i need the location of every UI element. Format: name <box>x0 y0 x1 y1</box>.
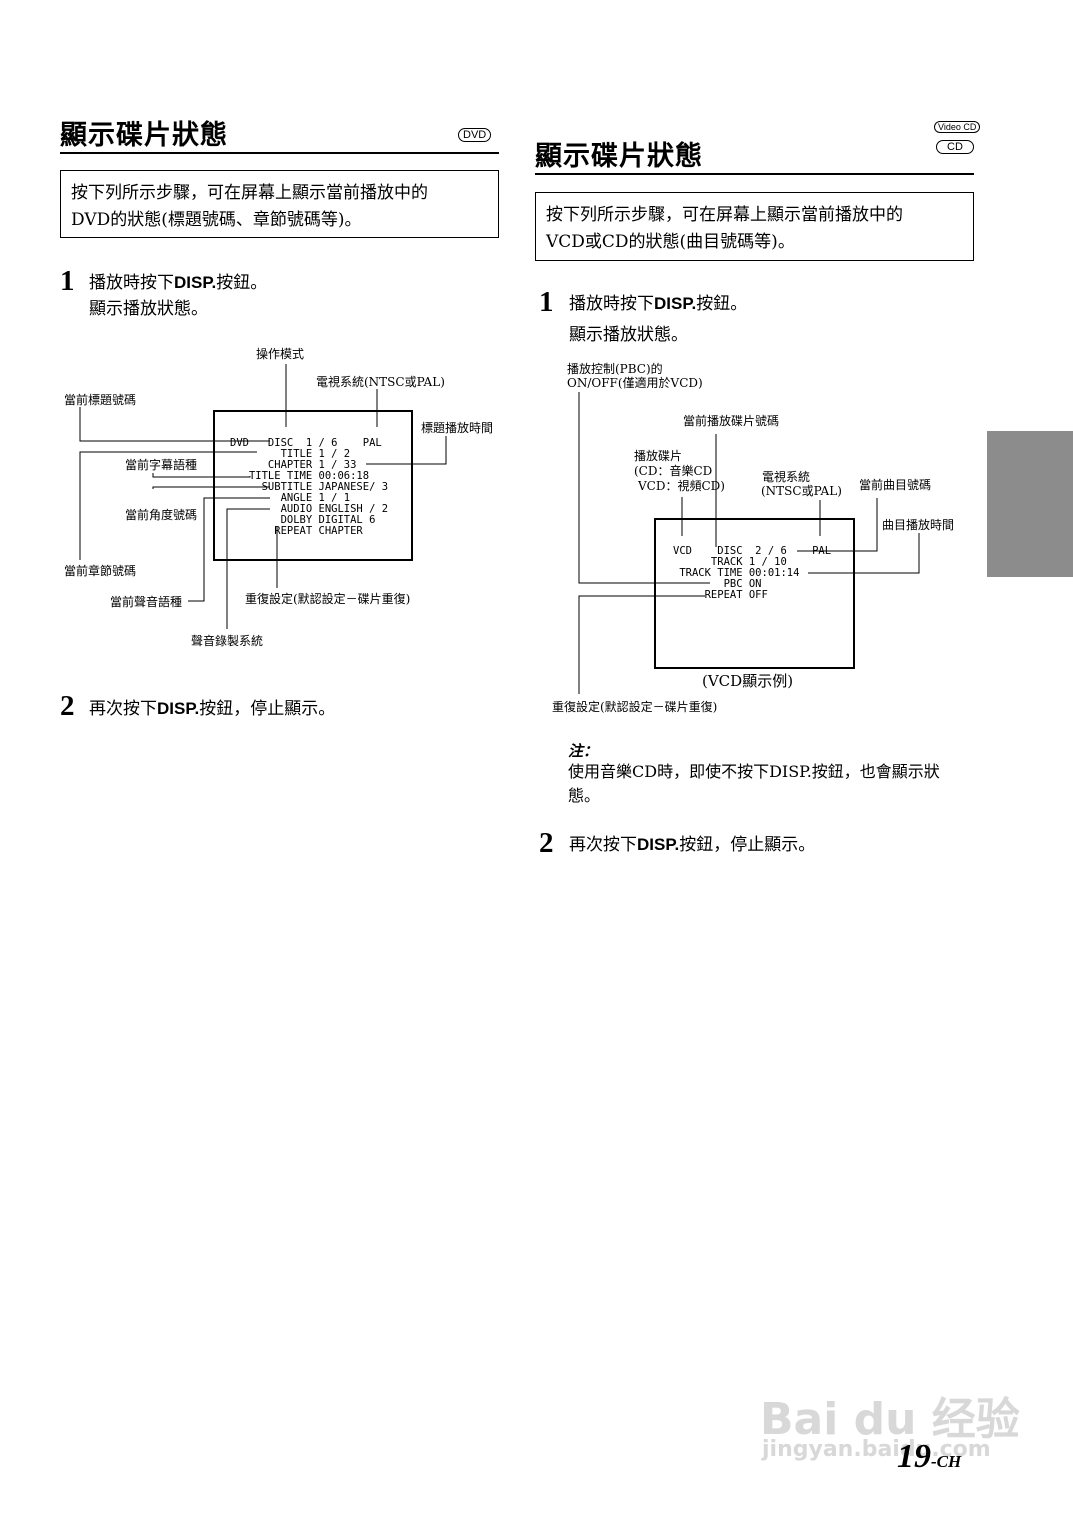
leader-track-no <box>797 498 878 552</box>
right-step1-pre: 播放時按下 <box>569 294 654 314</box>
right-step1-post: 按鈕。 <box>696 294 748 314</box>
baidu-watermark-url: jingyan.baidu.com <box>762 1437 991 1462</box>
left-step2-text: 再次按下DISP.按鈕，停止顯示。 <box>89 696 335 722</box>
leader-title-time <box>366 436 447 465</box>
dvd-screen-line: DVD DISC 1 / 6 PAL <box>230 437 382 449</box>
left-step1-text: 播放時按下DISP.按鈕。 <box>89 270 267 296</box>
label-disc-type-line1: 播放碟片 <box>634 449 683 463</box>
dvd-screen-line: DOLBY DIGITAL 6 <box>230 514 376 526</box>
video-cd-badge: Video CD <box>934 121 981 133</box>
vcd-screen-text: VCD DISC 2 / 6 PAL TRACK 1 / 10 TRACK TI… <box>673 535 831 612</box>
label-track-time: 曲目播放時間 <box>882 518 955 532</box>
right-step1-text: 播放時按下DISP.按鈕。 <box>569 291 747 317</box>
left-step1-number: 1 <box>60 265 75 297</box>
leader-sound <box>226 508 270 629</box>
page-number-suffix: -CH <box>931 1452 962 1471</box>
baidu-watermark-logo: Bai du 经验 <box>760 1394 1020 1445</box>
label-disc-no: 當前播放碟片號碼 <box>683 414 780 428</box>
dvd-screen-line: SUBTITLE JAPANESE/ 3 <box>230 481 389 493</box>
label-vcd-tv-line2: (NTSC或PAL) <box>761 484 842 498</box>
page-number: 19-CH <box>897 1438 961 1476</box>
right-intro-line1: 按下列所示步驟，可在屏幕上顯示當前播放中的 <box>546 205 903 225</box>
label-dvd-tv-system: 電視系統(NTSC或PAL) <box>316 375 445 389</box>
dvd-screen-line: REPEAT CHAPTER <box>230 525 363 537</box>
vcd-screen-line: PBC ON <box>673 578 762 590</box>
label-angle-no: 當前角度號碼 <box>125 508 198 522</box>
label-disc-type-line2: (CD：音樂CD <box>634 464 713 478</box>
leader-vcd-repeat <box>578 595 705 694</box>
right-step1-number: 1 <box>539 286 554 318</box>
cd-badge: CD <box>936 140 974 154</box>
right-intro-box: 按下列所示步驟，可在屏幕上顯示當前播放中的 VCD或CD的狀態(曲目號碼等)。 <box>535 192 974 261</box>
leader-audio <box>188 497 270 602</box>
left-section-title: 顯示碟片狀態 <box>60 120 228 151</box>
dvd-screen-line: AUDIO ENGLISH / 2 <box>230 503 389 515</box>
right-step2-pre: 再次按下 <box>569 835 637 855</box>
right-step2-post: 按鈕，停止顯示。 <box>679 835 816 855</box>
vcd-screen-line: TRACK 1 / 10 <box>673 556 787 568</box>
left-step2-post: 按鈕，停止顯示。 <box>199 699 336 719</box>
dvd-disc-badge: DVD <box>458 128 492 142</box>
dvd-status-screen <box>213 410 413 561</box>
right-section-title: 顯示碟片狀態 <box>535 141 703 172</box>
label-chapter-no: 當前章節號碼 <box>64 564 137 578</box>
leader-pbc <box>578 392 710 584</box>
label-vcd-tv-line1: 電視系統 <box>762 470 811 484</box>
right-step2-text: 再次按下DISP.按鈕，停止顯示。 <box>569 832 815 858</box>
label-pbc-line2: ON/OFF(僅適用於VCD) <box>567 376 703 390</box>
left-step2-number: 2 <box>60 690 75 722</box>
leader-subtitle <box>152 473 251 478</box>
left-step1-key: DISP. <box>174 273 217 292</box>
leader-track-time <box>808 533 920 574</box>
leader-angle <box>152 486 270 489</box>
right-step1-line2: 顯示播放狀態。 <box>569 325 688 345</box>
note-line1: 使用音樂CD時，即使不按下DISP.按鈕，也會顯示狀 <box>568 762 940 781</box>
label-title-time: 標題播放時間 <box>421 421 494 435</box>
right-step2-key: DISP. <box>637 835 680 854</box>
note-line2: 態。 <box>568 786 601 805</box>
leader-chapter <box>79 451 257 560</box>
dvd-screen-text: DVD DISC 1 / 6 PAL TITLE 1 / 2 CHAPTER 1… <box>230 427 388 548</box>
left-intro-line2: DVD的狀態(標題號碼、章節號碼等)。 <box>71 210 362 230</box>
vcd-caption: (VCD顯示例) <box>702 672 794 690</box>
vcd-screen-line: REPEAT OFF <box>673 589 768 601</box>
label-pbc-line1: 播放控制(PBC)的 <box>567 362 663 376</box>
left-step1-line2: 顯示播放狀態。 <box>89 299 208 319</box>
label-disc-type-line3: VCD：視頻CD) <box>638 479 725 493</box>
vcd-screen-line: TRACK TIME 00:01:14 <box>673 567 800 579</box>
label-vcd-repeat: 重復設定(默認設定－碟片重復) <box>552 700 718 714</box>
label-subtitle-lang: 當前字幕語種 <box>125 458 198 472</box>
left-step1-post: 按鈕。 <box>216 273 268 293</box>
right-intro-line2: VCD或CD的狀態(曲目號碼等)。 <box>546 232 795 252</box>
left-intro-line1: 按下列所示步驟，可在屏幕上顯示當前播放中的 <box>71 183 428 203</box>
page-number-value: 19 <box>897 1438 931 1475</box>
vcd-screen-line: VCD DISC 2 / 6 PAL <box>673 545 832 557</box>
left-title-rule <box>60 152 499 154</box>
dvd-screen-line: TITLE 1 / 2 <box>230 448 351 460</box>
leader-title-no <box>79 407 270 442</box>
dvd-screen-line: ANGLE 1 / 1 <box>230 492 351 504</box>
note-body: 使用音樂CD時，即使不按下DISP.按鈕，也會顯示狀 態。 <box>568 760 968 808</box>
label-title-no: 當前標題號碼 <box>64 393 137 407</box>
note-title: 注： <box>568 743 599 760</box>
label-sound-system: 聲音錄製系統 <box>191 634 264 648</box>
left-step2-pre: 再次按下 <box>89 699 157 719</box>
left-intro-box: 按下列所示步驟，可在屏幕上顯示當前播放中的 DVD的狀態(標題號碼、章節號碼等)… <box>60 170 499 238</box>
dvd-screen-line: CHAPTER 1 / 33 <box>230 459 357 471</box>
chapter-side-tab <box>987 431 1073 577</box>
right-step1-key: DISP. <box>654 294 697 313</box>
vcd-status-screen <box>654 518 855 669</box>
right-title-rule <box>535 173 974 175</box>
label-dvd-repeat: 重復設定(默認設定－碟片重復) <box>245 592 411 606</box>
label-track-no: 當前曲目號碼 <box>859 478 932 492</box>
left-step1-pre: 播放時按下 <box>89 273 174 293</box>
left-step2-key: DISP. <box>157 699 200 718</box>
label-op-mode: 操作模式 <box>256 347 305 361</box>
right-step2-number: 2 <box>539 827 554 859</box>
dvd-screen-line: TITLE TIME 00:06:18 <box>230 470 370 482</box>
label-audio-lang: 當前聲音語種 <box>110 595 183 609</box>
